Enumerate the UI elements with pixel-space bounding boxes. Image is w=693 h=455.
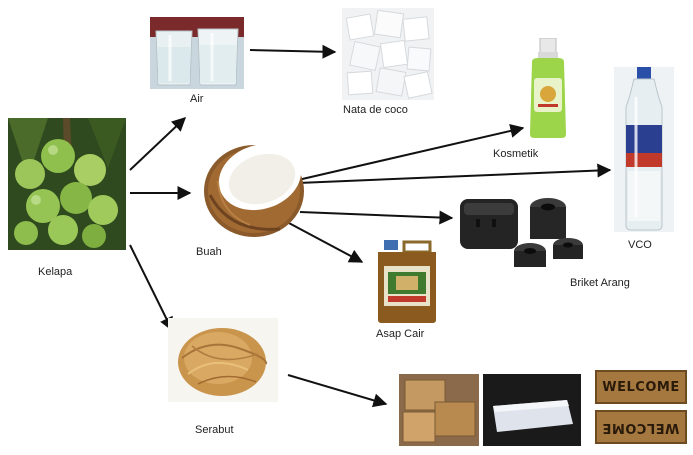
cosmetic-bottle-icon [524,38,572,140]
coconut-fiber-icon [168,318,278,402]
label-briket-arang: Briket Arang [570,277,630,289]
doormat-top-text: WELCOME [602,379,680,395]
coconut-water-cups-icon [150,17,244,89]
label-asap-cair: Asap Cair [376,328,425,340]
arrow-buah-kosmetik [297,124,525,181]
arrow-buah-vco [297,163,612,184]
split-coconut-icon [204,143,304,237]
oil-bottle-icon [614,67,674,232]
label-serabut: Serabut [195,424,234,436]
arrow-serabut-products [287,374,388,408]
coconut-tree-cluster-icon [8,118,126,250]
label-kosmetik: Kosmetik [493,148,539,160]
arrow-buah-asap [286,221,364,263]
doormat-bottom: WELCOME [595,410,687,444]
coir-products-icon [399,374,581,446]
label-kelapa: Kelapa [38,266,73,278]
arrow-buah-briket [299,210,454,225]
arrow-air-nata [249,44,337,59]
label-vco: VCO [628,239,652,251]
charcoal-briquettes-icon [456,193,588,285]
label-air: Air [190,93,204,105]
doormat-top: WELCOME [595,370,687,404]
liquid-smoke-jerrycan-icon [374,238,440,324]
doormat-bottom-text: WELCOME [602,419,680,435]
nata-de-coco-cubes-icon [342,8,434,100]
label-buah: Buah [196,246,222,258]
label-nata-de-coco: Nata de coco [343,104,408,116]
arrow-kelapa-air [129,117,187,171]
arrow-kelapa-serabut [129,244,173,332]
coir-doormats-icon: WELCOME WELCOME [595,370,687,448]
